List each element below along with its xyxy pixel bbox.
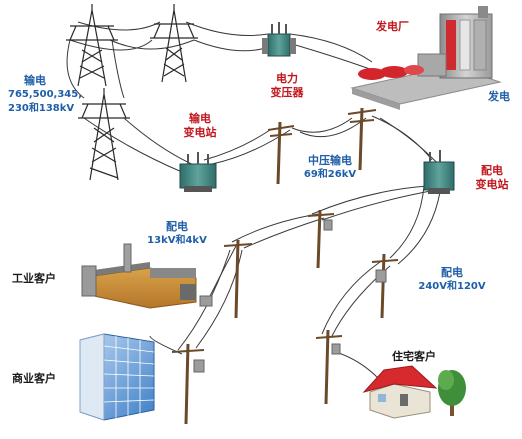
industrial-customer-label: 工业客户 — [12, 272, 56, 285]
primary-distribution-label-line1: 配电 — [166, 220, 188, 233]
distribution-poles — [171, 209, 399, 425]
subtransmission-poles — [267, 107, 377, 185]
commercial-building — [79, 333, 155, 421]
distribution-substation-label: 配电 变电站 — [466, 164, 518, 192]
distribution-substation — [423, 150, 455, 194]
subtransmission-label-line1: 中压输电 — [308, 154, 352, 167]
tree — [438, 370, 466, 416]
commercial-customer-label: 商业客户 — [12, 372, 56, 385]
primary-distribution-label: 配电 13kV和4kV — [146, 220, 208, 248]
power-plant-label: 发电厂 — [376, 20, 409, 33]
power-transformer — [262, 22, 296, 57]
transmission-label-voltage-1: 765,500,345, — [8, 89, 83, 100]
distribution-substation-label-line1: 配电 — [481, 164, 503, 177]
subtransmission-label: 中压输电 69和26kV — [300, 154, 360, 182]
transmission-label-title: 输电 — [24, 74, 46, 87]
power-lines — [66, 21, 441, 379]
secondary-distribution-label-line1: 配电 — [441, 266, 463, 279]
transmission-tower-2 — [150, 4, 198, 83]
primary-distribution-label-line2: 13kV和4kV — [147, 235, 207, 246]
house — [362, 365, 438, 419]
transmission-substation-label-line2: 变电站 — [183, 126, 217, 139]
factory — [81, 243, 213, 309]
pole-transformers — [193, 219, 387, 373]
power-transformer-label-line1: 电力 — [276, 72, 298, 85]
generation-label: 发电 — [488, 90, 510, 103]
residential-customer-label: 住宅客户 — [392, 350, 436, 363]
transmission-tower-3 — [78, 88, 130, 181]
transmission-substation-label: 输电 变电站 — [174, 112, 226, 140]
transmission-label-voltage-2: 230和138kV — [8, 103, 75, 114]
transmission-tower-1 — [66, 4, 118, 87]
power-transformer-label-line2: 变压器 — [270, 86, 304, 99]
power-plant — [350, 6, 502, 110]
power-transformer-label: 电力 变压器 — [262, 72, 312, 100]
secondary-distribution-label-line2: 240V和120V — [418, 281, 486, 292]
subtransmission-label-line2: 69和26kV — [303, 169, 357, 180]
transmission-substation-label-line1: 输电 — [189, 112, 211, 125]
transmission-label: 输电 765,500,345, 230和138kV — [8, 74, 82, 116]
secondary-distribution-label: 配电 240V和120V — [414, 266, 490, 294]
transmission-substation — [179, 152, 217, 192]
distribution-substation-label-line2: 变电站 — [475, 178, 509, 191]
